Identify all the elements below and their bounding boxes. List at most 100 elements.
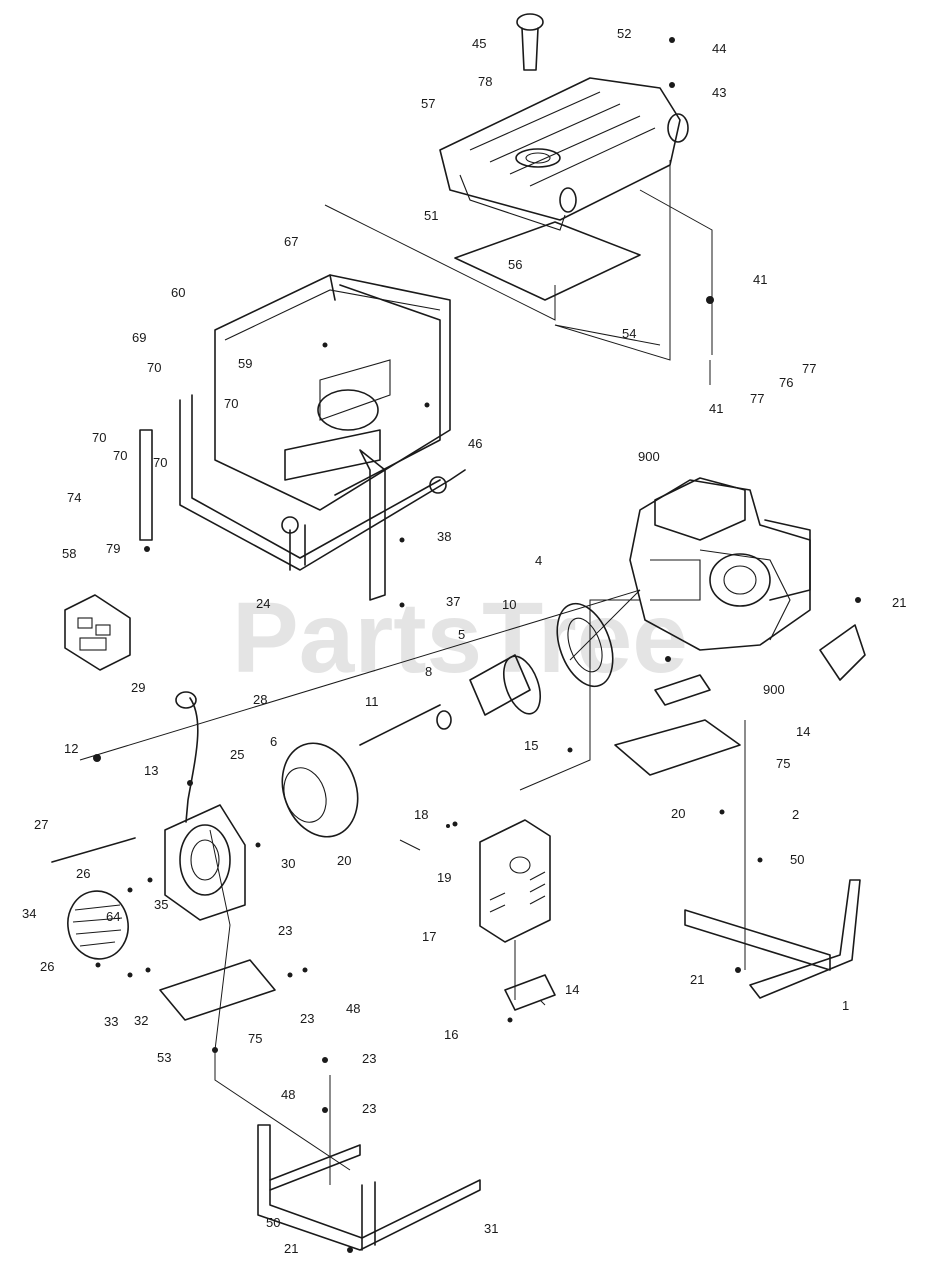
tank-outline: [324, 189, 713, 355]
callout: 13: [144, 763, 158, 778]
callout: 70: [113, 448, 127, 463]
callouts: 45 52 44 43 78 57 51 56 54 41 76 77 77 4…: [22, 26, 906, 1256]
callout: 14: [565, 982, 579, 997]
callout: 21: [892, 595, 906, 610]
stator-core: [283, 767, 327, 823]
callout: 34: [22, 906, 36, 921]
flywheel: [556, 602, 614, 688]
through-bolt: [359, 704, 441, 746]
watermark: PartsTree: [232, 582, 688, 694]
callout: 50: [266, 1215, 280, 1230]
end-cover: [67, 890, 129, 960]
bolt: [51, 837, 136, 863]
callout: 11: [365, 694, 379, 709]
callout: 45: [472, 36, 486, 51]
callout: 50: [790, 852, 804, 867]
callout: 38: [437, 529, 451, 544]
plug: [175, 691, 197, 709]
callout: 14: [796, 724, 810, 739]
callout: 64: [106, 909, 120, 924]
fasteners: [93, 37, 861, 1253]
callout: 70: [147, 360, 161, 375]
callout: 25: [230, 747, 244, 762]
callout: 4: [535, 553, 542, 568]
tube: [139, 429, 153, 541]
callout: 79: [106, 541, 120, 556]
fuel-cap: [516, 13, 544, 71]
callout: 41: [753, 272, 767, 287]
callout: 70: [92, 430, 106, 445]
muffler: [479, 819, 551, 943]
callout: 51: [424, 208, 438, 223]
callout: 23: [278, 923, 292, 938]
callout: 19: [437, 870, 451, 885]
callout: 32: [134, 1013, 148, 1028]
callout: 57: [421, 96, 435, 111]
callout: 6: [270, 734, 277, 749]
stator: [281, 742, 359, 838]
bearing: [436, 710, 452, 730]
callout: 60: [171, 285, 185, 300]
callout: 900: [638, 449, 660, 464]
callout: 53: [157, 1050, 171, 1065]
callout: 2: [792, 807, 799, 822]
callout: 900: [763, 682, 785, 697]
callout: 70: [153, 455, 167, 470]
plate-75-left: [159, 959, 276, 1021]
callout: 48: [281, 1087, 295, 1102]
callout: 23: [362, 1051, 376, 1066]
callout: 23: [300, 1011, 314, 1026]
callout: 76: [779, 375, 793, 390]
foot-pad: [654, 674, 711, 706]
callout: 20: [671, 806, 685, 821]
callout: 26: [76, 866, 90, 881]
callout: 69: [132, 330, 146, 345]
rotor: [469, 654, 531, 716]
callout: 77: [750, 391, 764, 406]
callout: 5: [458, 627, 465, 642]
control-panel: [64, 594, 131, 671]
callout: 26: [40, 959, 54, 974]
right-frame: [684, 879, 861, 999]
rear-bearing-carrier: [164, 804, 246, 921]
upper-frame: [179, 274, 466, 601]
callout: 59: [238, 356, 252, 371]
callout: 16: [444, 1027, 458, 1042]
bracket-14-right: [819, 624, 866, 681]
callout: 27: [34, 817, 48, 832]
plate-75-right: [614, 719, 741, 776]
callout: 21: [284, 1241, 298, 1256]
callout: 20: [337, 853, 351, 868]
fuel-tank: [439, 77, 689, 231]
heat-shield-plate: [454, 221, 641, 301]
callout: 48: [346, 1001, 360, 1016]
shaft-axis: [79, 589, 641, 761]
callout: 77: [802, 361, 816, 376]
callout: 30: [281, 856, 295, 871]
bracket-14-lower: [504, 974, 556, 1011]
callout: 52: [617, 26, 631, 41]
flywheel-inner: [567, 617, 603, 673]
callout: 21: [690, 972, 704, 987]
callout: 15: [524, 738, 538, 753]
callout: 8: [425, 664, 432, 679]
callout: 12: [64, 741, 78, 756]
callout: 54: [622, 326, 636, 341]
callout: 18: [414, 807, 428, 822]
callout: 70: [224, 396, 238, 411]
callout: 10: [502, 597, 516, 612]
callout: 24: [256, 596, 270, 611]
callout: 29: [131, 680, 145, 695]
callout: 35: [154, 897, 168, 912]
callout: 75: [248, 1031, 262, 1046]
callout: 23: [362, 1101, 376, 1116]
callout: 1: [842, 998, 849, 1013]
callout: 31: [484, 1221, 498, 1236]
callout: 43: [712, 85, 726, 100]
callout: 58: [62, 546, 76, 561]
callout: 78: [478, 74, 492, 89]
callout: 33: [104, 1014, 118, 1029]
callout: 46: [468, 436, 482, 451]
cord: [185, 697, 199, 823]
